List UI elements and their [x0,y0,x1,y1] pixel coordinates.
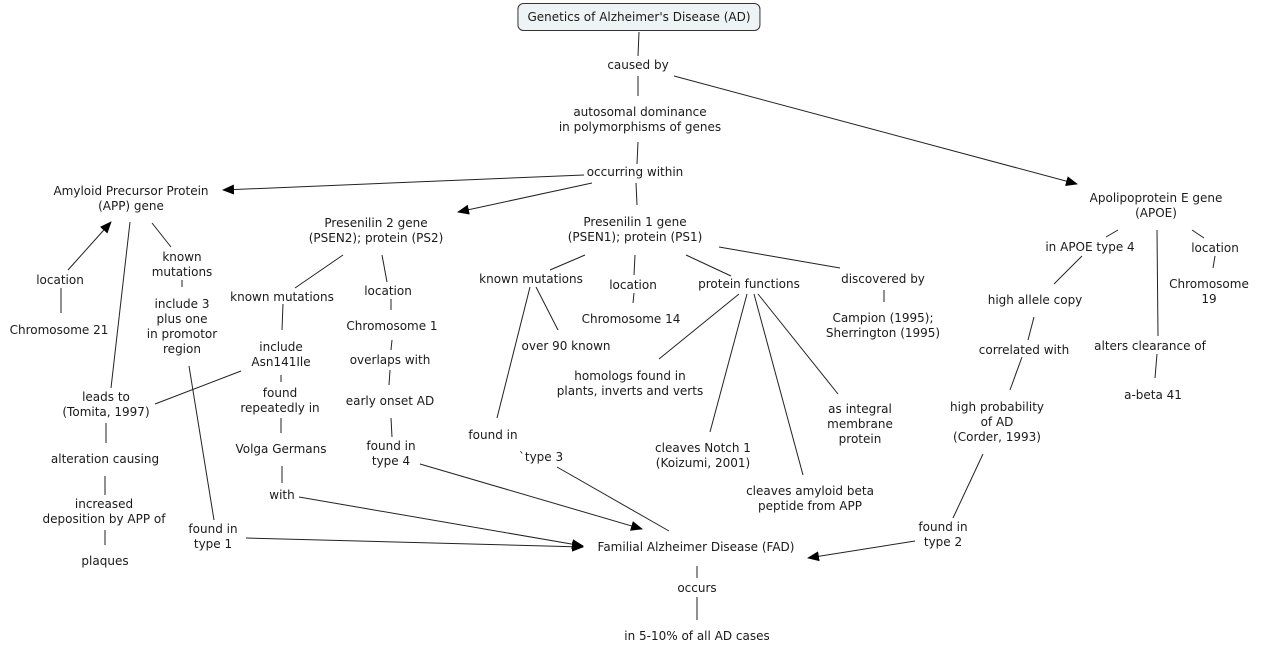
link-autosomal-occurring [636,141,639,165]
link-phrase-alters-clearance[interactable]: alters clearance of [1094,339,1206,353]
link-occurring-app [222,174,585,195]
link-occurring-psen2 [457,182,593,215]
concept-cleaves-amyloid-beta[interactable]: cleaves amyloid beta peptide from APP [746,484,874,513]
root-concept[interactable]: Genetics of Alzheimer's Disease (AD) [517,3,761,31]
link-chr1-overlaps [390,339,393,351]
concept-campion-sherrington[interactable]: Campion (1995); Sherrington (1995) [825,311,941,340]
link-functions-amyloid [753,293,804,476]
concept-chromosome-14[interactable]: Chromosome 14 [581,312,681,326]
link-phrase-app-location[interactable]: location [36,273,84,287]
link-phrase-found-in-3[interactable]: found in [468,428,518,442]
link-phrase-found-type-4[interactable]: found in type 4 [366,439,416,468]
link-psen1-functions [685,254,732,277]
link-asn-leads-to [154,370,242,405]
link-phrase-with[interactable]: with [269,488,295,502]
link-found4-fad [419,463,643,531]
link-phrase-occurring-within[interactable]: occurring within [586,165,684,179]
link-phrase-caused-by[interactable]: caused by [607,58,669,72]
link-functions-integral [757,293,839,395]
link-type2-fad [807,540,916,562]
link-occurring-psen1 [635,182,638,206]
link-functions-notch [709,293,748,433]
concept-chromosome-19[interactable]: Chromosome 19 [1169,277,1249,306]
link-psen1-known-mut [549,254,586,271]
link-location-app [67,221,112,271]
link-known-mut-found3 [496,286,531,419]
concept-autosomal-dominance[interactable]: autosomal dominance in polymorphisms of … [558,105,722,134]
link-phrase-occurs[interactable]: occurs [677,581,717,595]
link-phrase-app-known-mutations[interactable]: known mutations [151,250,213,279]
link-known-mut-over90 [535,286,559,331]
concept-high-probability[interactable]: high probability of AD (Corder, 1993) [949,400,1045,444]
concept-include-asn141ile[interactable]: include Asn141Ile [251,340,311,369]
link-early-found4 [390,417,393,438]
link-apoe4-allele [1053,255,1083,285]
link-type1-fad [245,537,584,552]
concept-include-3[interactable]: include 3 plus one in promotor region [146,297,218,356]
link-apoe-apoe4 [1105,229,1119,238]
link-phrase-found-type-2[interactable]: found in type 2 [918,520,968,549]
link-phrase-found-repeatedly[interactable]: found repeatedly in [240,386,320,415]
concept-apoe[interactable]: Apolipoprotein E gene (APOE) [1089,191,1223,220]
link-apoe-location [1191,229,1205,239]
concept-fad[interactable]: Familial Alzheimer Disease (FAD) [597,540,795,554]
link-phrase-psen2-known-mutations[interactable]: known mutations [230,290,334,304]
link-phrase-apoe-location[interactable]: location [1191,241,1239,255]
link-psen1-discovered [718,246,841,269]
link-correlated-prob [1009,356,1023,391]
concept-increased-deposition[interactable]: increased deposition by APP of [42,497,166,526]
link-phrase-found-type-1[interactable]: found in type 1 [188,522,238,551]
link-phrase-psen1-location[interactable]: location [609,278,657,292]
concept-app-gene[interactable]: Amyloid Precursor Protein (APP) gene [53,184,209,213]
concept-cleaves-notch[interactable]: cleaves Notch 1 (Koizumi, 2001) [655,441,751,470]
link-psen2-known-mut [294,254,344,289]
link-app-known-mut [151,222,172,248]
link-with-fad [298,496,584,550]
link-psen2-location [381,254,388,283]
concept-plaques[interactable]: plaques [81,554,129,568]
link-phrase-overlaps-with[interactable]: overlaps with [349,353,431,367]
concept-volga-germans[interactable]: Volga Germans [235,442,327,456]
link-phrase-protein-functions[interactable]: protein functions [698,277,800,291]
concept-psen1[interactable]: Presenilin 1 gene (PSEN1); protein (PS1) [567,215,703,244]
link-allele-correlated [1027,316,1035,341]
link-phrase-discovered-by[interactable]: discovered by [841,272,925,286]
concept-type-3[interactable]: `type 3 [518,450,564,464]
link-type3-fad [556,466,670,532]
link-phrase-correlated-with[interactable]: correlated with [978,343,1070,357]
link-location-chr19 [1212,255,1216,269]
link-phrase-psen2-location[interactable]: location [364,284,412,298]
concept-chromosome-21[interactable]: Chromosome 21 [9,323,109,337]
concept-a-beta-41[interactable]: a-beta 41 [1124,388,1182,402]
concept-integral-membrane[interactable]: as integral membrane protein [827,402,893,446]
link-apoe-alters [1156,229,1159,337]
link-app-leads-to [110,221,131,389]
link-psen1-location [633,254,636,276]
link-root-caused-by [637,31,640,57]
link-functions-homologs [658,293,740,360]
link-phrase-leads-to[interactable]: leads to (Tomita, 1997) [62,390,150,419]
concept-chromosome-1[interactable]: Chromosome 1 [346,319,438,333]
link-caused-by-apoe [673,75,1078,186]
link-phrase-apoe-type-4[interactable]: in APOE type 4 [1045,240,1135,254]
concept-early-onset-ad[interactable]: early onset AD [345,394,435,408]
link-prob-type2 [952,453,984,519]
concept-psen2[interactable]: Presenilin 2 gene (PSEN2); protein (PS2) [308,216,444,245]
concept-high-allele-copy[interactable]: high allele copy [987,293,1083,307]
link-phrase-alteration-causing[interactable]: alteration causing [50,452,160,466]
concept-homologs[interactable]: homologs found in plants, inverts and ve… [556,369,704,398]
link-known-mut-asn [281,303,284,331]
link-overlaps-early [388,369,391,386]
link-location-chr14 [632,292,635,304]
link-include3-type1 [188,365,215,521]
concept-over-90-known[interactable]: over 90 known [521,339,611,353]
concept-5-10-percent[interactable]: in 5-10% of all AD cases [624,629,770,643]
link-alters-abeta [1154,353,1158,379]
link-phrase-psen1-known-mutations[interactable]: known mutations [479,272,583,286]
